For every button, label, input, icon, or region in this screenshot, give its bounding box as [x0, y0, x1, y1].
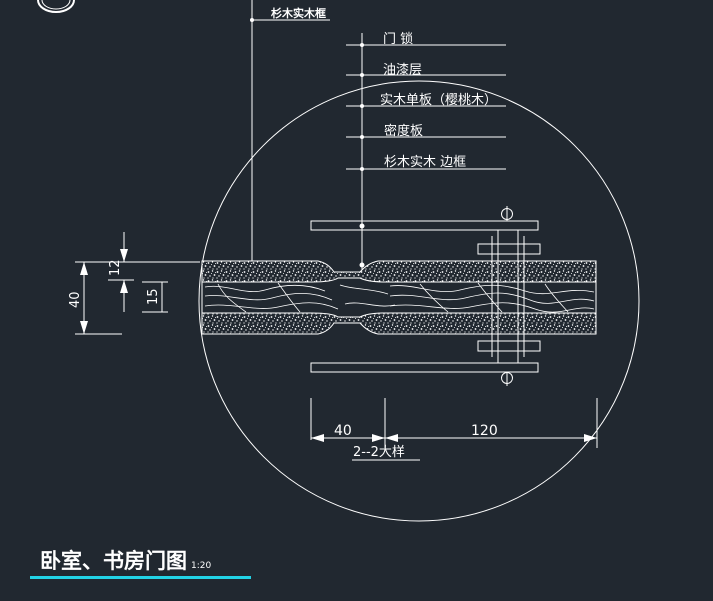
dim-40-left: 40	[68, 291, 83, 308]
handle-plate-top	[310, 220, 539, 231]
dim-12: 12	[108, 259, 123, 276]
dim-40-bottom: 40	[334, 423, 352, 439]
handle-plate-bottom	[310, 362, 539, 373]
dim-15: 15	[146, 288, 161, 305]
drawing-scale: 1:20	[191, 561, 212, 571]
label-top-frame: 杉木实木框	[271, 6, 326, 20]
dim-120: 120	[471, 423, 498, 439]
door-panel-section	[201, 260, 597, 335]
detail-circle	[198, 80, 640, 522]
label-veneer: 实木单板（樱桃木）	[380, 92, 497, 108]
drawing-title-text: 卧室、书房门图	[40, 549, 187, 573]
corner-circle	[37, 0, 75, 13]
drawing-title: 卧室、书房门图 1:20	[40, 545, 211, 575]
label-lock: 门 锁	[383, 31, 413, 47]
label-edge-frame: 杉木实木 边框	[384, 155, 466, 170]
label-mdf: 密度板	[384, 123, 423, 139]
detail-label: 2--2大样	[353, 445, 405, 460]
title-underline	[30, 576, 251, 579]
lock-cylinder	[477, 206, 541, 386]
label-paint: 油漆层	[383, 62, 422, 78]
